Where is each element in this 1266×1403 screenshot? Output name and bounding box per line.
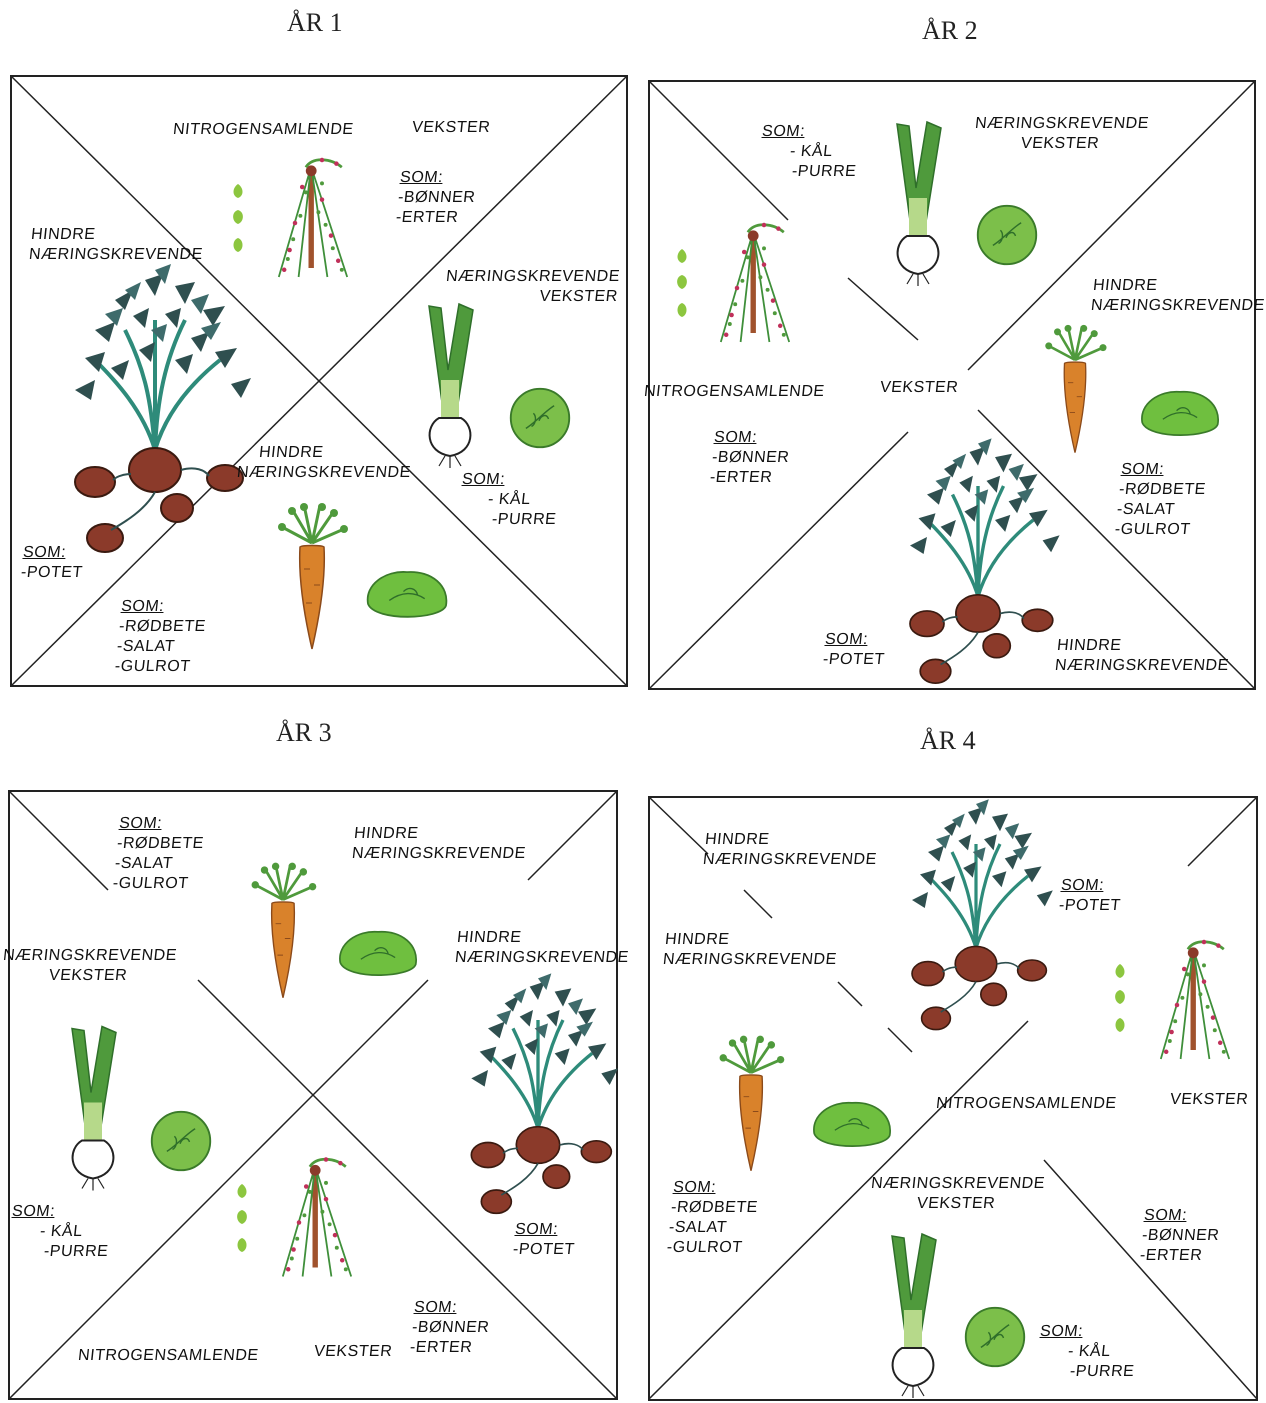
- leek-icon: [897, 122, 941, 286]
- list-top: SOM: -BØNNER -ERTER: [395, 168, 479, 228]
- bean-plant-icon: [721, 223, 789, 342]
- cabbage-icon: [511, 389, 569, 447]
- lettuce-icon: [1142, 392, 1218, 435]
- label-nitrogen: NITROGENSAMLENDE: [643, 382, 826, 402]
- bean-plant-icon: [279, 158, 347, 277]
- list-top: SOM: -RØDBETE -SALAT -GULROT: [112, 814, 207, 894]
- list-top: SOM: -POTET: [1058, 876, 1124, 916]
- label-top-title: HINDRE NÆRINGSKREVENDE: [702, 830, 880, 870]
- label-left-title: HINDRE NÆRINGSKREVENDE: [28, 225, 206, 265]
- panel-year-3: SOM: -RØDBETE -SALAT -GULROT HINDRE NÆRI…: [8, 790, 618, 1402]
- list-right: SOM: -POTET: [512, 1220, 578, 1260]
- label-nitrogen: NITROGENSAMLENDE: [935, 1094, 1118, 1114]
- label-left-title: HINDRE NÆRINGSKREVENDE: [662, 930, 840, 970]
- label-vekster: VEKSTER: [313, 1342, 393, 1362]
- label-bottom-title: NÆRINGSKREVENDE VEKSTER: [868, 1174, 1046, 1214]
- list-left: SOM: -RØDBETE -SALAT -GULROT: [666, 1178, 761, 1258]
- label-nitrogen: NITROGENSAMLENDE: [77, 1346, 260, 1366]
- label-vekster: VEKSTER: [1169, 1090, 1249, 1110]
- list-bottom: SOM: -BØNNER -ERTER: [409, 1298, 493, 1358]
- list-right: SOM: -BØNNER -ERTER: [1139, 1206, 1223, 1266]
- carrot-icon: [720, 1036, 785, 1171]
- panel-year-4: HINDRE NÆRINGSKREVENDE SOM: -POTET HINDR…: [648, 796, 1258, 1402]
- lettuce-icon: [814, 1103, 890, 1146]
- list-left: SOM: -BØNNER -ERTER: [709, 428, 793, 488]
- year-title-1: ÅR 1: [287, 8, 343, 38]
- label-vekster: VEKSTER: [411, 118, 491, 138]
- lettuce-icon: [340, 932, 416, 975]
- potato-plant-icon: [910, 438, 1060, 683]
- bean-sprout-icon: [233, 184, 243, 252]
- bean-plant-icon: [283, 1157, 351, 1276]
- list-bottom: SOM: -POTET: [822, 630, 888, 670]
- label-left-title: NÆRINGSKREVENDE VEKSTER: [0, 946, 178, 986]
- year-title-3: ÅR 3: [276, 718, 332, 748]
- list-left: SOM: - KÅL -PURRE: [7, 1202, 114, 1262]
- carrot-icon: [252, 863, 317, 998]
- label-bottom-title: HINDRE NÆRINGSKREVENDE: [1054, 636, 1232, 676]
- year-title-2: ÅR 2: [922, 16, 978, 46]
- list-bottom: SOM: - KÅL -PURRE: [1035, 1322, 1140, 1382]
- list-left: SOM: -POTET: [20, 543, 86, 583]
- label-right-title: HINDRE NÆRINGSKREVENDE: [454, 928, 632, 968]
- label-bottom-title: HINDRE NÆRINGSKREVENDE: [236, 443, 414, 483]
- year-title-4: ÅR 4: [920, 726, 976, 756]
- label-vekster: VEKSTER: [879, 378, 959, 398]
- list-right: SOM: - KÅL -PURRE: [457, 470, 562, 530]
- panel-illustrations: [8, 790, 618, 1402]
- leek-icon: [429, 304, 473, 468]
- list-right: SOM: -RØDBETE -SALAT -GULROT: [1114, 460, 1209, 540]
- potato-plant-icon: [471, 973, 618, 1213]
- cabbage-icon: [966, 1308, 1024, 1366]
- label-top-title: NÆRINGSKREVENDE VEKSTER: [972, 114, 1150, 154]
- carrot-icon: [1045, 325, 1106, 453]
- panel-year-1: NITROGENSAMLENDE VEKSTER SOM: -BØNNER -E…: [10, 75, 628, 687]
- list-bottom: SOM: -RØDBETE -SALAT -GULROT: [114, 597, 209, 677]
- label-right-title: HINDRE NÆRINGSKREVENDE: [1090, 276, 1266, 316]
- bean-plant-icon: [1161, 940, 1229, 1059]
- panel-illustrations: [10, 75, 628, 687]
- leek-icon: [72, 1027, 116, 1191]
- leek-icon: [892, 1234, 936, 1398]
- panel-year-2: SOM: - KÅL -PURRE NÆRINGSKREVENDE VEKSTE…: [648, 80, 1256, 690]
- label-nitrogen: NITROGENSAMLENDE: [172, 120, 355, 140]
- cabbage-icon: [978, 206, 1036, 264]
- bean-sprout-icon: [237, 1184, 247, 1252]
- label-top-title: HINDRE NÆRINGSKREVENDE: [351, 824, 529, 864]
- carrot-icon: [278, 503, 348, 649]
- label-right-title: NÆRINGSKREVENDE VEKSTER: [443, 267, 621, 307]
- lettuce-icon: [368, 572, 447, 617]
- bean-sprout-icon: [1115, 964, 1125, 1032]
- potato-plant-icon: [912, 799, 1053, 1029]
- potato-plant-icon: [75, 264, 251, 552]
- list-top: SOM: - KÅL -PURRE: [757, 122, 862, 182]
- cabbage-icon: [152, 1112, 210, 1170]
- bean-sprout-icon: [677, 249, 687, 317]
